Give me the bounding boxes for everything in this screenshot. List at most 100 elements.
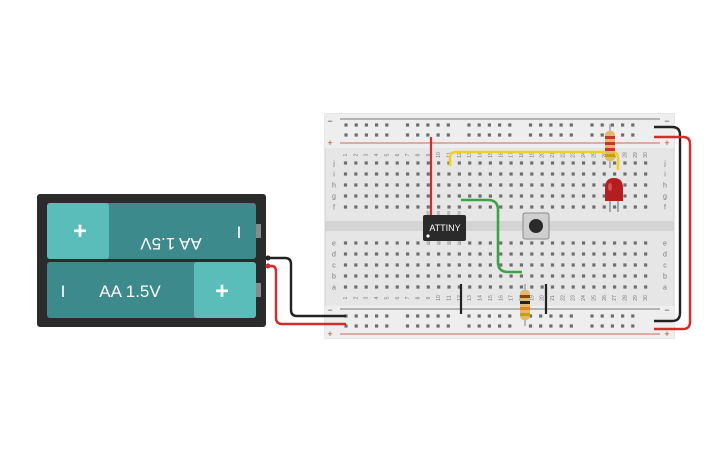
rail-hole[interactable] <box>385 314 389 318</box>
rail-hole[interactable] <box>446 133 450 137</box>
terminal-hole[interactable] <box>530 172 534 176</box>
terminal-hole[interactable] <box>561 194 565 198</box>
terminal-hole[interactable] <box>602 241 606 245</box>
terminal-hole[interactable] <box>468 252 472 256</box>
rail-hole[interactable] <box>631 324 635 328</box>
terminal-hole[interactable] <box>623 263 627 267</box>
terminal-hole[interactable] <box>499 172 503 176</box>
rail-hole[interactable] <box>487 133 491 137</box>
terminal-hole[interactable] <box>623 172 627 176</box>
terminal-hole[interactable] <box>416 205 420 209</box>
rail-hole[interactable] <box>405 123 410 127</box>
rail-hole[interactable] <box>416 133 420 137</box>
terminal-hole[interactable] <box>488 194 492 198</box>
terminal-hole[interactable] <box>364 263 368 267</box>
terminal-hole[interactable] <box>426 172 430 176</box>
terminal-hole[interactable] <box>395 172 399 176</box>
terminal-hole[interactable] <box>457 161 461 165</box>
terminal-hole[interactable] <box>519 183 524 187</box>
terminal-hole[interactable] <box>561 161 565 165</box>
terminal-hole[interactable] <box>488 252 492 256</box>
terminal-hole[interactable] <box>550 172 555 176</box>
terminal-hole[interactable] <box>602 205 606 209</box>
rail-hole[interactable] <box>354 133 358 137</box>
terminal-hole[interactable] <box>499 183 503 187</box>
terminal-hole[interactable] <box>509 205 513 209</box>
terminal-hole[interactable] <box>374 252 379 256</box>
rail-hole[interactable] <box>467 133 471 137</box>
rail-hole[interactable] <box>354 314 358 318</box>
terminal-hole[interactable] <box>374 274 379 278</box>
terminal-hole[interactable] <box>447 252 451 256</box>
terminal-hole[interactable] <box>374 263 379 267</box>
rail-hole[interactable] <box>528 133 533 137</box>
terminal-hole[interactable] <box>447 205 451 209</box>
terminal-hole[interactable] <box>592 263 596 267</box>
terminal-hole[interactable] <box>509 252 513 256</box>
terminal-hole[interactable] <box>644 194 648 198</box>
terminal-hole[interactable] <box>343 172 348 176</box>
terminal-hole[interactable] <box>571 263 575 267</box>
resistor-bottom[interactable] <box>520 284 530 326</box>
terminal-hole[interactable] <box>343 183 348 187</box>
terminal-hole[interactable] <box>416 183 420 187</box>
terminal-hole[interactable] <box>488 161 492 165</box>
terminal-hole[interactable] <box>499 263 503 267</box>
terminal-hole[interactable] <box>343 274 348 278</box>
terminal-hole[interactable] <box>354 241 358 245</box>
terminal-hole[interactable] <box>581 194 586 198</box>
terminal-hole[interactable] <box>468 285 472 289</box>
rail-hole[interactable] <box>344 324 348 328</box>
rail-hole[interactable] <box>487 314 491 318</box>
terminal-hole[interactable] <box>540 241 544 245</box>
terminal-hole[interactable] <box>478 172 482 176</box>
terminal-hole[interactable] <box>644 205 648 209</box>
terminal-hole[interactable] <box>623 205 627 209</box>
terminal-hole[interactable] <box>488 285 492 289</box>
rail-hole[interactable] <box>498 133 502 137</box>
terminal-hole[interactable] <box>374 161 379 165</box>
terminal-hole[interactable] <box>633 172 637 176</box>
rail-hole[interactable] <box>528 123 533 127</box>
wire-battery-positive[interactable] <box>268 264 346 326</box>
terminal-hole[interactable] <box>550 161 555 165</box>
terminal-hole[interactable] <box>571 274 575 278</box>
terminal-hole[interactable] <box>571 161 575 165</box>
terminal-hole[interactable] <box>602 274 606 278</box>
terminal-hole[interactable] <box>447 263 451 267</box>
rail-hole[interactable] <box>405 314 410 318</box>
terminal-hole[interactable] <box>447 194 451 198</box>
terminal-hole[interactable] <box>581 285 586 289</box>
rail-hole[interactable] <box>467 324 471 328</box>
battery-pack[interactable]: + I AA 1.5V I AA 1.5V + <box>37 194 271 327</box>
terminal-hole[interactable] <box>343 241 348 245</box>
terminal-hole[interactable] <box>561 263 565 267</box>
terminal-hole[interactable] <box>509 274 513 278</box>
terminal-hole[interactable] <box>488 183 492 187</box>
terminal-hole[interactable] <box>364 274 368 278</box>
terminal-hole[interactable] <box>581 252 586 256</box>
terminal-hole[interactable] <box>530 285 534 289</box>
terminal-hole[interactable] <box>374 183 379 187</box>
terminal-hole[interactable] <box>406 285 410 289</box>
terminal-hole[interactable] <box>519 205 524 209</box>
terminal-hole[interactable] <box>488 172 492 176</box>
terminal-hole[interactable] <box>364 241 368 245</box>
terminal-hole[interactable] <box>416 241 420 245</box>
terminal-hole[interactable] <box>499 285 503 289</box>
terminal-hole[interactable] <box>478 252 482 256</box>
terminal-hole[interactable] <box>613 241 617 245</box>
terminal-hole[interactable] <box>364 285 368 289</box>
terminal-hole[interactable] <box>550 194 555 198</box>
terminal-hole[interactable] <box>478 241 482 245</box>
terminal-hole[interactable] <box>592 241 596 245</box>
terminal-hole[interactable] <box>530 194 534 198</box>
terminal-hole[interactable] <box>499 274 503 278</box>
rail-hole[interactable] <box>549 133 553 137</box>
terminal-hole[interactable] <box>644 161 648 165</box>
rail-hole[interactable] <box>416 123 420 127</box>
terminal-hole[interactable] <box>364 172 368 176</box>
terminal-hole[interactable] <box>602 285 606 289</box>
terminal-hole[interactable] <box>530 183 534 187</box>
terminal-hole[interactable] <box>385 285 389 289</box>
